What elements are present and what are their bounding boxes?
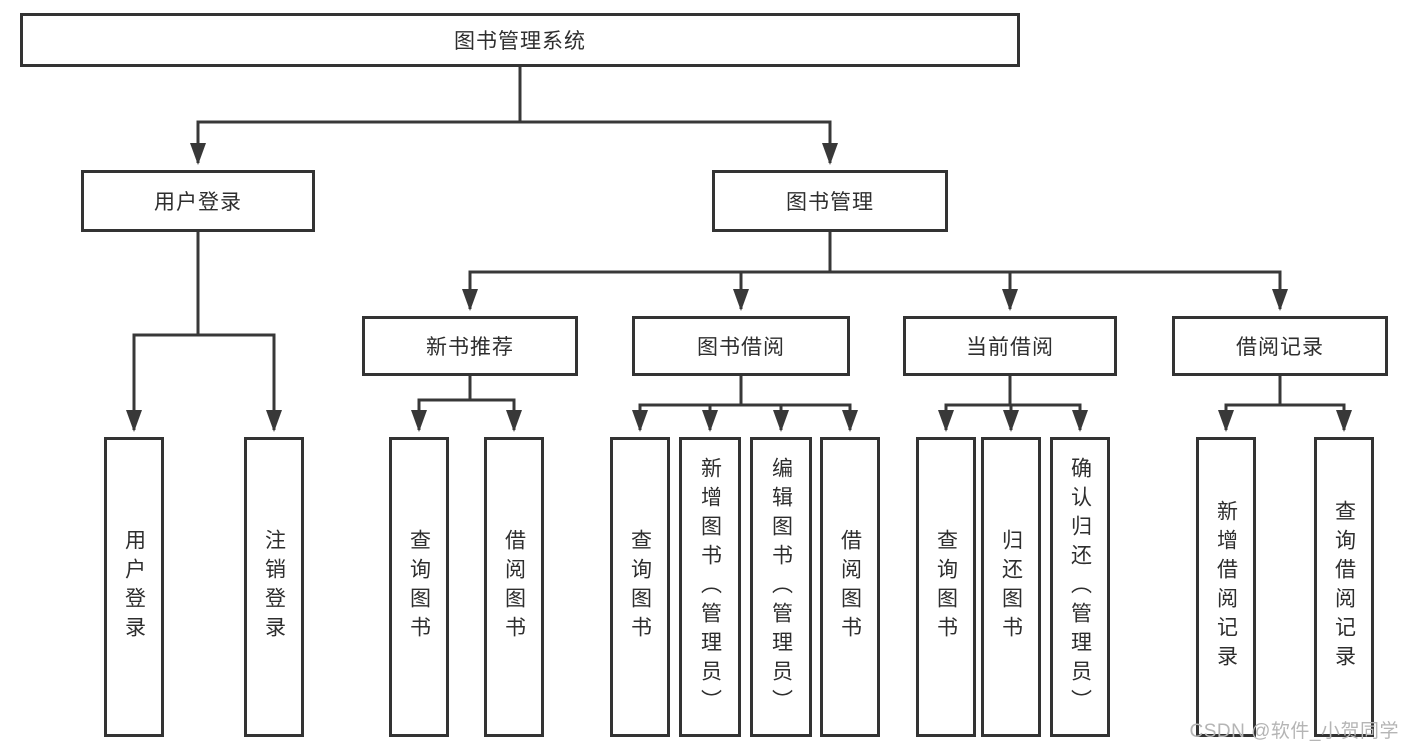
leaf-add-book-admin-label: 新增图书（管理员） [698, 456, 722, 718]
leaf-logout-label: 注销登录 [262, 529, 286, 645]
node-user-login: 用户登录 [81, 170, 315, 232]
node-book-management-label: 图书管理 [786, 191, 874, 214]
leaf-borrow-books-recommend: 借阅图书 [484, 437, 544, 737]
leaf-return-books-label: 归还图书 [999, 529, 1023, 645]
node-current-borrowing: 当前借阅 [903, 316, 1117, 376]
leaf-logout: 注销登录 [244, 437, 304, 737]
node-new-book-recommendation-label: 新书推荐 [426, 336, 514, 359]
node-borrowing-records: 借阅记录 [1172, 316, 1388, 376]
node-book-management: 图书管理 [712, 170, 948, 232]
leaf-return-books: 归还图书 [981, 437, 1041, 737]
leaf-user-login-label: 用户登录 [122, 529, 146, 645]
leaf-user-login: 用户登录 [104, 437, 164, 737]
leaf-add-borrow-record-label: 新增借阅记录 [1214, 500, 1238, 674]
leaf-add-borrow-record: 新增借阅记录 [1196, 437, 1256, 737]
leaf-edit-book-admin-label: 编辑图书（管理员） [769, 456, 793, 718]
node-current-borrowing-label: 当前借阅 [966, 336, 1054, 359]
leaf-borrow-books-borrowing: 借阅图书 [820, 437, 880, 737]
leaf-edit-book-admin: 编辑图书（管理员） [750, 437, 812, 737]
leaf-query-borrow-record: 查询借阅记录 [1314, 437, 1374, 737]
watermark: CSDN @软件_小贺同学 [1189, 721, 1399, 742]
leaf-query-borrow-record-label: 查询借阅记录 [1332, 500, 1356, 674]
leaf-query-books-current: 查询图书 [916, 437, 976, 737]
node-book-borrowing: 图书借阅 [632, 316, 850, 376]
leaf-query-books-borrowing: 查询图书 [610, 437, 670, 737]
leaf-confirm-return-admin-label: 确认归还（管理员） [1068, 456, 1092, 718]
node-book-borrowing-label: 图书借阅 [697, 336, 785, 359]
leaf-borrow-books-borrowing-label: 借阅图书 [838, 529, 862, 645]
leaf-add-book-admin: 新增图书（管理员） [679, 437, 741, 737]
leaf-query-books-recommend-label: 查询图书 [407, 529, 431, 645]
leaf-borrow-books-recommend-label: 借阅图书 [502, 529, 526, 645]
leaf-query-books-current-label: 查询图书 [934, 529, 958, 645]
leaf-query-books-recommend: 查询图书 [389, 437, 449, 737]
node-new-book-recommendation: 新书推荐 [362, 316, 578, 376]
node-borrowing-records-label: 借阅记录 [1236, 336, 1324, 359]
node-root: 图书管理系统 [20, 13, 1020, 67]
node-user-login-label: 用户登录 [154, 191, 242, 214]
node-root-label: 图书管理系统 [454, 30, 586, 53]
leaf-confirm-return-admin: 确认归还（管理员） [1050, 437, 1110, 737]
leaf-query-books-borrowing-label: 查询图书 [628, 529, 652, 645]
